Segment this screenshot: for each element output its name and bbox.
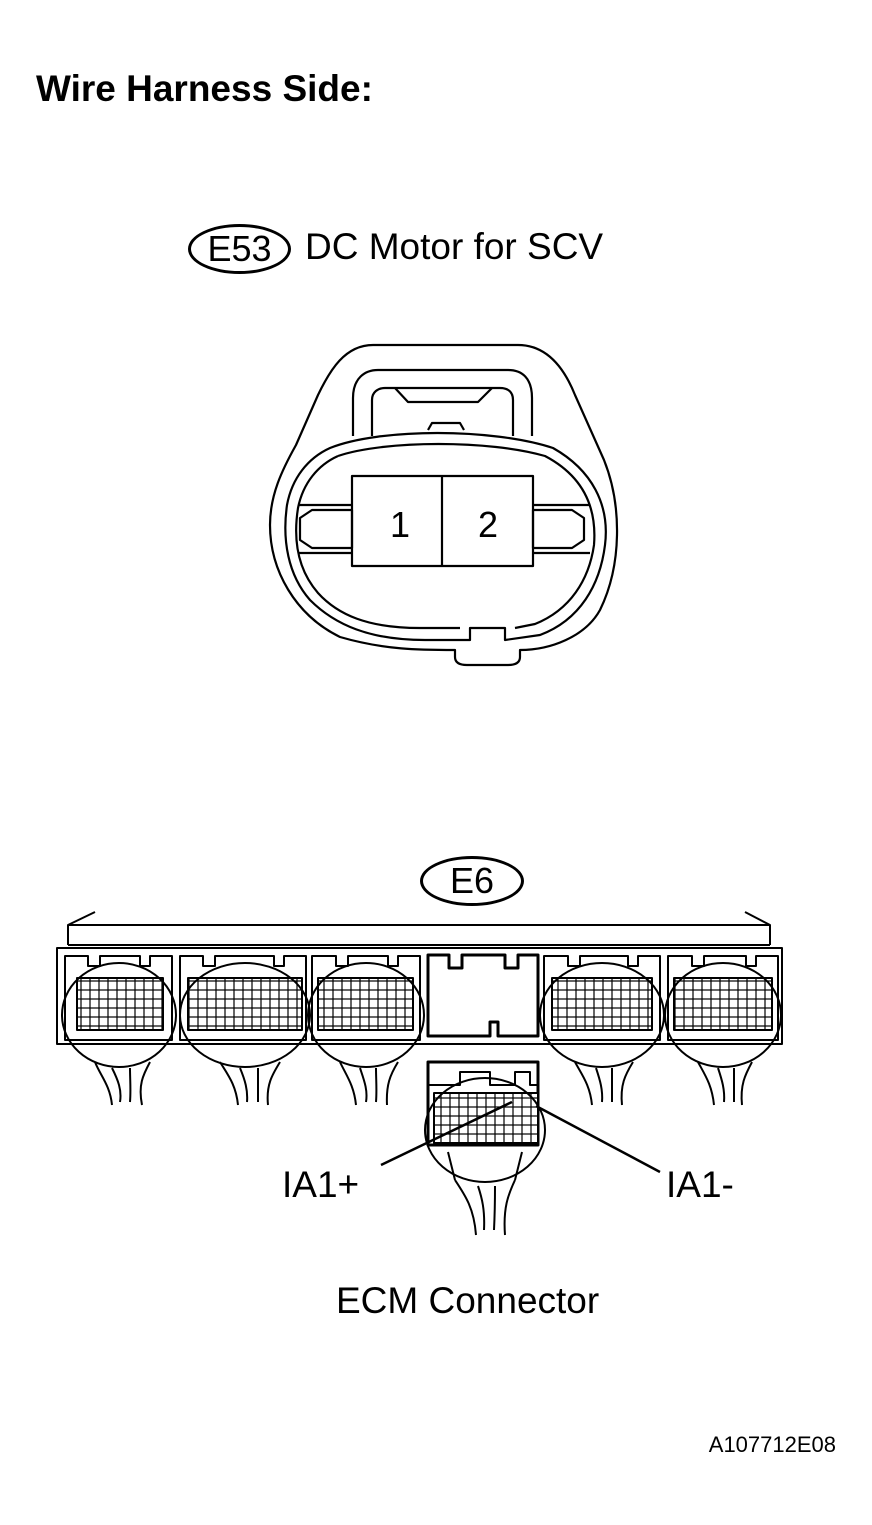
ecm-hanging-plug: [424, 1060, 546, 1236]
ia1-minus-leader-line: [535, 1104, 661, 1174]
ecm-connector-caption: ECM Connector: [336, 1280, 600, 1321]
e53-pin-1: 1: [390, 504, 410, 545]
ecm-module-4: [539, 955, 665, 1106]
e53-latch: [351, 368, 534, 436]
ia1-plus-leader-line: [380, 1100, 513, 1167]
e53-housing-outline: [268, 343, 619, 667]
e53-connector-name: DC Motor for SCV: [305, 226, 604, 267]
e6-code-badge: E6: [420, 856, 524, 906]
page-title: Wire Harness Side:: [36, 68, 373, 109]
ecm-module-3: [307, 955, 425, 1106]
ecm-module-empty-socket: [426, 953, 540, 1038]
e53-inner-ring: [284, 431, 607, 642]
ecm-module-1: [61, 955, 177, 1106]
ecm-module-5: [664, 955, 782, 1106]
ecm-top-ridge: [67, 911, 771, 945]
terminal-ia1-minus: IA1-: [666, 1164, 734, 1205]
figure-id: A107712E08: [708, 1432, 836, 1457]
ecm-module-2: [179, 955, 311, 1106]
terminal-ia1-plus: IA1+: [282, 1164, 360, 1205]
ecm-main-body: [56, 947, 783, 1045]
e53-pin-2: 2: [478, 504, 498, 545]
e53-code-badge: E53: [188, 224, 291, 274]
